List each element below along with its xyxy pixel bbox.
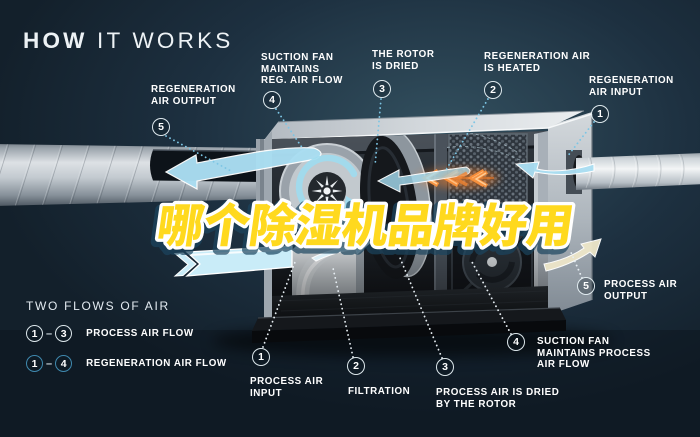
callout-label: PROCESS AIR IS DRIED BY THE ROTOR	[436, 387, 560, 410]
legend-dash: –	[46, 327, 53, 340]
callout-number-badge: 1	[252, 348, 270, 366]
title-how: HOW	[23, 28, 88, 53]
callout-number-badge: 5	[577, 277, 595, 295]
callout-label: PROCESS AIR OUTPUT	[604, 279, 678, 302]
arrow-process-output	[543, 238, 602, 272]
callout-label: PROCESS AIR INPUT	[250, 376, 324, 399]
legend-label-process: PROCESS AIR FLOW	[86, 328, 194, 339]
legend-title: TWO FLOWS OF AIR	[26, 299, 170, 313]
callout-label: REGENERATION AIR IS HEATED	[484, 51, 591, 74]
machine-base	[252, 307, 566, 343]
page-title: HOW IT WORKS	[23, 28, 234, 54]
arrow-regen-input	[514, 161, 595, 179]
stream-line	[443, 146, 521, 161]
watermark-fill-layer	[158, 201, 573, 247]
legend: TWO FLOWS OF AIR 1 – 3 PROCESS AIR FLOW …	[26, 299, 227, 373]
leader-lines	[165, 98, 595, 359]
callout-number-badge: 1	[591, 105, 609, 123]
watermark-text-layers	[150, 198, 576, 256]
callout-label: REGENERATION AIR OUTPUT	[151, 84, 236, 107]
callout-label: FILTRATION	[348, 386, 411, 397]
heater-mesh	[448, 133, 528, 211]
callout-label: THE ROTOR IS DRIED	[372, 49, 435, 72]
legend-badge-to: 4	[55, 355, 73, 372]
callout-number-badge: 4	[263, 91, 281, 109]
legend-badge-from: 1	[26, 355, 43, 372]
heater-glow-front	[440, 170, 492, 188]
callout-number-badge: 3	[436, 358, 454, 376]
callout-number-badge: 2	[484, 81, 502, 99]
legend-row-process: 1 – 3 PROCESS AIR FLOW	[26, 324, 227, 343]
machine-top-face	[264, 111, 584, 140]
callout-label: SUCTION FAN MAINTAINS REG. AIR FLOW	[261, 52, 343, 87]
callout-label: SUCTION FAN MAINTAINS PROCESS AIR FLOW	[537, 336, 651, 371]
callout-number-badge: 4	[507, 333, 525, 351]
callout-label: REGENERATION AIR INPUT	[589, 75, 674, 98]
legend-label-regeneration: REGENERATION AIR FLOW	[86, 358, 227, 369]
callout-number-badge: 3	[373, 80, 391, 98]
callout-number-badge: 5	[152, 118, 170, 136]
legend-badge-to: 3	[55, 325, 73, 342]
callout-number-badge: 2	[347, 357, 365, 375]
title-it-works: IT WORKS	[97, 28, 234, 53]
legend-badge-from: 1	[26, 325, 43, 342]
legend-dash: –	[46, 357, 53, 370]
legend-row-regeneration: 1 – 4 REGENERATION AIR FLOW	[26, 354, 227, 373]
